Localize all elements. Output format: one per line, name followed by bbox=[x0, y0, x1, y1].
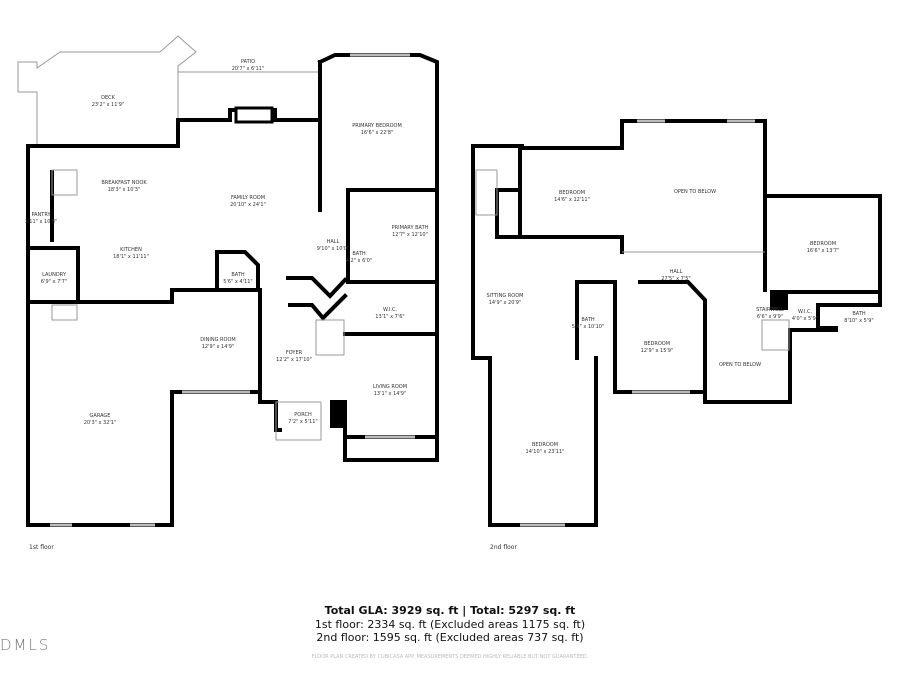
room-size: 20'3" x 32'1" bbox=[84, 420, 117, 426]
room-name: PATIO bbox=[241, 59, 255, 65]
room-size: 14'10" x 23'11" bbox=[526, 449, 565, 455]
room-size: 8'10" x 5'9" bbox=[844, 318, 873, 324]
stairwell-stairs bbox=[761, 319, 790, 351]
room-name: DECK bbox=[101, 95, 116, 101]
floor-2-label: 2nd floor bbox=[490, 544, 517, 551]
room-name: FOYER bbox=[286, 350, 303, 356]
room-name: PRIMARY BEDROOM bbox=[352, 123, 402, 129]
disclaimer: FLOOR PLAN CREATED BY CUBICASA APP. MEAS… bbox=[311, 654, 589, 660]
room-name: BEDROOM bbox=[644, 341, 670, 347]
room-name: DINING ROOM bbox=[200, 337, 235, 343]
room-size: 6'9" x 7'7" bbox=[41, 279, 67, 285]
room-size: 18'3" x 10'3" bbox=[108, 187, 141, 193]
room-size: 5'6" x 4'11" bbox=[223, 279, 252, 285]
stairs-2f bbox=[475, 169, 498, 216]
room-size: 5'4" x 10'10" bbox=[572, 324, 605, 330]
floor-1-label: 1st floor bbox=[29, 544, 54, 551]
room-size: 20'7" x 6'11" bbox=[232, 66, 265, 72]
room-size: 14'6" x 12'11" bbox=[554, 197, 590, 203]
room-name: FAMILY ROOM bbox=[231, 195, 265, 201]
room-size: 14'9" x 20'9" bbox=[489, 300, 522, 306]
room-name: OPEN TO BELOW bbox=[719, 362, 761, 368]
room-size: 4'0" x 5'9" bbox=[792, 316, 818, 322]
room-name: BREAKFAST NOOK bbox=[101, 180, 147, 186]
room-size: 9'10" x 10'0" bbox=[317, 246, 350, 252]
floor-2-area: 2nd floor: 1595 sq. ft (Excluded areas 7… bbox=[316, 631, 584, 644]
room-size: 23'2" x 11'9" bbox=[92, 102, 125, 108]
total-area: Total GLA: 3929 sq. ft | Total: 5297 sq.… bbox=[324, 604, 576, 617]
porch-outline bbox=[275, 401, 322, 441]
room-size: 16'6" x 22'8" bbox=[361, 130, 394, 136]
room-size: 3'11" x 10'8" bbox=[25, 219, 58, 225]
floor-plan: DECK 23'2" x 11'9" PATIO 20'7" x 6'11" P… bbox=[17, 35, 882, 551]
room-name: PRIMARY BATH bbox=[392, 225, 429, 231]
room-name: BEDROOM bbox=[810, 241, 836, 247]
room-size: 27'5" x 7'5" bbox=[661, 276, 690, 282]
floor1-labels: DECK 23'2" x 11'9" PATIO 20'7" x 6'11" P… bbox=[25, 59, 429, 551]
dmls-logo: DMLS bbox=[0, 636, 51, 654]
room-name: BATH bbox=[231, 272, 245, 278]
room-size: 12'2" x 17'10" bbox=[276, 357, 312, 363]
room-size: 4'2" x 6'0" bbox=[346, 258, 372, 264]
fireplace-chimney bbox=[330, 400, 345, 428]
room-name: KITCHEN bbox=[120, 247, 142, 253]
room-size: 20'10" x 24'1" bbox=[230, 202, 266, 208]
room-size: 13'1" x 14'9" bbox=[374, 391, 407, 397]
room-name: W.I.C. bbox=[798, 309, 813, 315]
room-size: 6'6" x 9'9" bbox=[757, 314, 783, 320]
room-name: BATH bbox=[581, 317, 595, 323]
floor-1-area: 1st floor: 2334 sq. ft (Excluded areas 1… bbox=[314, 618, 586, 631]
room-size: 13'1" x 7'6" bbox=[375, 314, 404, 320]
room-name: SITTING ROOM bbox=[486, 293, 523, 299]
nook-stairs bbox=[51, 169, 78, 196]
room-name: PANTRY bbox=[31, 212, 51, 218]
room-name: W.I.C. bbox=[383, 307, 398, 313]
floor2-walls bbox=[471, 144, 598, 527]
room-name: BATH bbox=[352, 251, 366, 257]
room-name: LAUNDRY bbox=[42, 272, 67, 278]
room-name: LIVING ROOM bbox=[373, 384, 407, 390]
room-name: BEDROOM bbox=[532, 442, 558, 448]
room-name: HALL bbox=[327, 239, 340, 245]
garage-stairs bbox=[51, 304, 78, 321]
room-name: STAIRWELL bbox=[756, 307, 784, 313]
floor-2-plan: SITTING ROOM 14'9" x 20'9" BEDROOM 14'6"… bbox=[471, 119, 882, 551]
floor1-walls bbox=[26, 118, 282, 527]
room-size: 12'9" x 14'9" bbox=[202, 344, 235, 350]
room-size: 18'1" x 11'11" bbox=[113, 254, 149, 260]
room-size: 7'2" x 5'11" bbox=[288, 419, 317, 425]
room-size: 12'7" x 12'10" bbox=[392, 232, 428, 238]
floor-1-plan: DECK 23'2" x 11'9" PATIO 20'7" x 6'11" P… bbox=[17, 35, 439, 551]
room-name: GARAGE bbox=[90, 413, 111, 419]
room-size: 16'6" x 13'7" bbox=[807, 248, 840, 254]
fireplace bbox=[234, 106, 274, 124]
room-name: OPEN TO BELOW bbox=[674, 189, 716, 195]
room-name: HALL bbox=[670, 269, 683, 275]
room-name: PORCH bbox=[294, 412, 312, 418]
room-size: 12'9" x 15'9" bbox=[641, 348, 674, 354]
floor2-labels: SITTING ROOM 14'9" x 20'9" BEDROOM 14'6"… bbox=[486, 189, 873, 551]
deck-outline bbox=[17, 35, 197, 146]
room-name: BEDROOM bbox=[559, 190, 585, 196]
room-name: BATH bbox=[852, 311, 866, 317]
stairs bbox=[315, 319, 345, 356]
